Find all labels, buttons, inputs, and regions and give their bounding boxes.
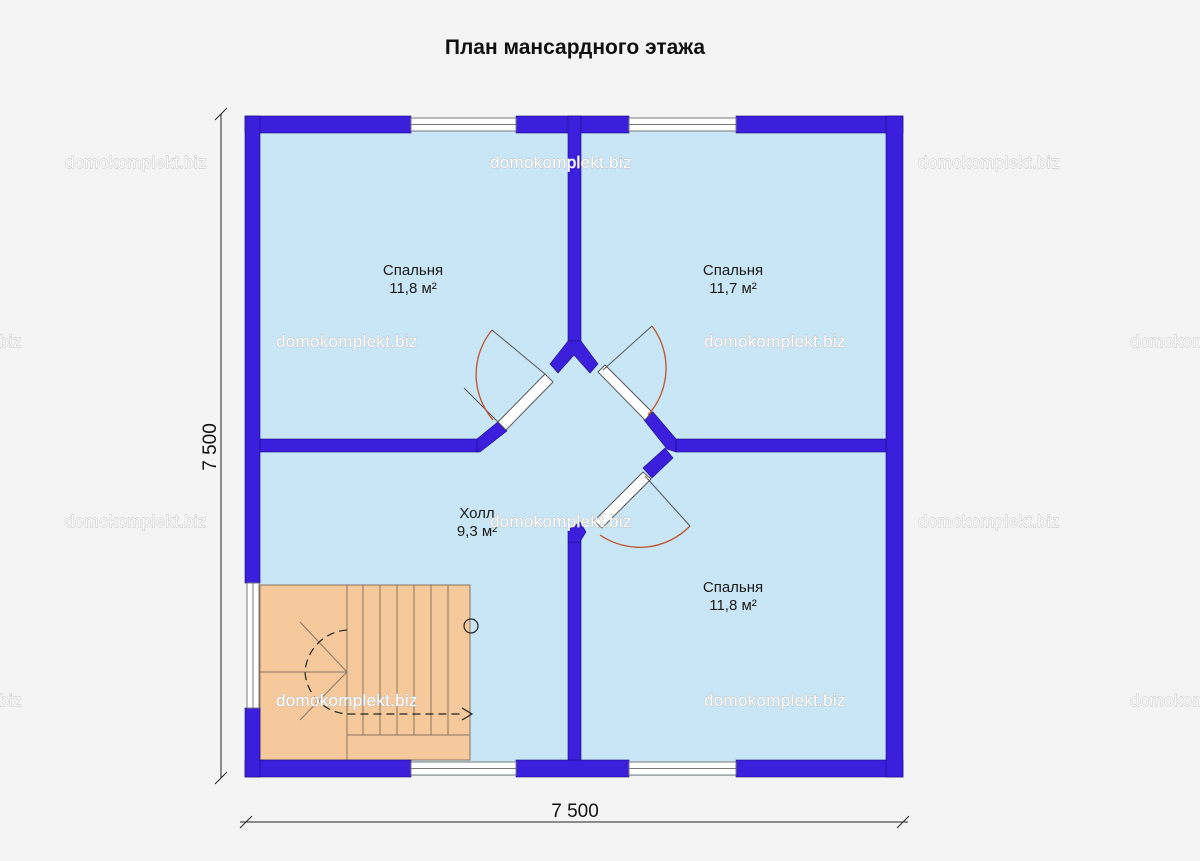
watermark: domokomplekt.biz [918, 512, 1060, 531]
room-area: 11,8 м² [709, 597, 757, 614]
watermark: domokomplekt.biz [490, 512, 632, 531]
room-name: Холл [459, 505, 494, 522]
room-label-bedroom-2: Спальня 11,7 м² [703, 262, 763, 297]
windows [246, 117, 737, 776]
room-name: Спальня [703, 262, 763, 279]
room-area: 11,8 м² [389, 280, 437, 297]
room-area: 11,7 м² [709, 280, 757, 297]
room-area: 9,3 м² [457, 523, 497, 540]
plan-title: План мансардного этажа [444, 36, 706, 59]
room-label-bedroom-3: Спальня 11,8 м² [703, 579, 763, 614]
width-dimension-label: 7 500 [551, 801, 599, 822]
room-label-hall: Холл 9,3 м² [457, 505, 497, 540]
room-name: Спальня [703, 579, 763, 596]
room-label-bedroom-1: Спальня 11,8 м² [383, 262, 443, 297]
doors [463, 325, 691, 548]
watermark: domokomplekt.biz [65, 153, 207, 172]
watermark: domokomplekt.biz [704, 691, 846, 710]
watermark: domokomplekt.biz [0, 691, 22, 710]
dimension-lines [214, 107, 910, 829]
walls [244, 115, 904, 778]
staircase [259, 584, 479, 761]
watermark: domokomplekt.biz [704, 332, 846, 351]
watermark: domokomplekt.biz [276, 691, 418, 710]
watermark: domokomplekt.biz [0, 332, 22, 351]
watermark: domokomplekt.biz [65, 512, 207, 531]
height-dimension-label: 7 500 [200, 423, 221, 471]
watermark: domokomplekt.biz [490, 153, 632, 172]
watermark: domokomplekt.biz [1130, 332, 1200, 351]
room-name: Спальня [383, 262, 443, 279]
watermarks: domokomplekt.biz domokomplekt.biz domoko… [0, 153, 1200, 711]
watermark: domokomplekt.biz [1130, 691, 1200, 710]
watermark: domokomplekt.biz [276, 332, 418, 351]
watermark: domokomplekt.biz [918, 153, 1060, 172]
